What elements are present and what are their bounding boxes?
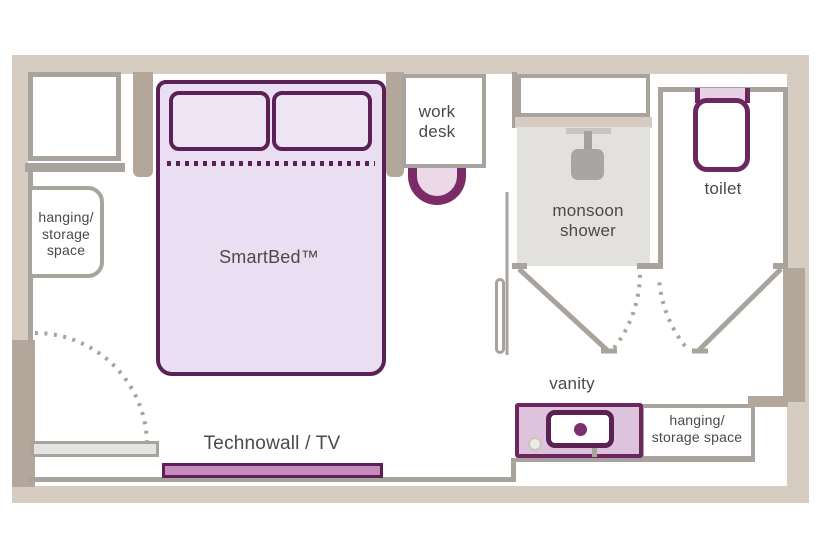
entrance-door xyxy=(31,441,159,457)
headboard-panel-left xyxy=(133,72,153,177)
pillow-right xyxy=(272,91,372,151)
wall-ledge-right xyxy=(748,396,788,407)
closet-divider-wall xyxy=(25,163,125,172)
vanity-label: vanity xyxy=(549,374,595,393)
toilet-tank-line-right xyxy=(745,88,750,103)
sink-drain xyxy=(574,423,587,436)
wall-top xyxy=(12,55,809,74)
floor-line-bathroom xyxy=(511,458,755,462)
door-hinge-right xyxy=(773,263,788,269)
shower-head-icon xyxy=(566,128,611,181)
closet-box xyxy=(28,72,121,161)
bathroom-door-right xyxy=(697,267,783,352)
entrance-door-arc xyxy=(34,331,149,446)
wall-line-right xyxy=(783,87,788,268)
shower-wall-left-line xyxy=(512,72,517,128)
technowall-label: Technowall / TV xyxy=(203,433,341,454)
shower-wall-top xyxy=(515,117,652,128)
toilet-tank xyxy=(700,88,745,101)
storage-right-box xyxy=(640,404,755,460)
toilet-tank-line-left xyxy=(695,88,700,103)
bathroom-door-left-arc xyxy=(612,272,642,350)
shower-head-stem xyxy=(584,131,592,154)
door-stop-center xyxy=(637,263,663,269)
storage-left-box xyxy=(28,186,104,278)
wall-right-inner-segment xyxy=(783,268,805,402)
toilet-bowl xyxy=(693,98,750,172)
work-desk-box xyxy=(402,74,486,168)
work-desk-label: work desk xyxy=(418,102,456,142)
pillow-left xyxy=(169,91,270,151)
door-hinge-left xyxy=(512,263,527,269)
toilet-label: toilet xyxy=(704,179,742,198)
wall-left-lower-segment xyxy=(12,340,35,487)
headboard-panel-right xyxy=(386,72,404,177)
monsoon-shower-label: monsoon shower xyxy=(552,201,624,241)
bathroom-door-right-arc xyxy=(657,277,687,348)
floor-line-bedroom xyxy=(28,477,516,482)
soap-dish xyxy=(528,437,542,451)
shower-shelf-box xyxy=(517,74,650,117)
technowall-tv-bar xyxy=(162,463,383,478)
bed-sheet-dotted-line xyxy=(167,161,375,166)
smartbed-label: SmartBed™ xyxy=(219,247,319,267)
toilet-room-wall-left xyxy=(658,87,663,268)
wall-bottom xyxy=(12,486,809,503)
storage-right-label: hanging/ storage space xyxy=(651,412,743,445)
sliding-panel xyxy=(495,278,505,354)
storage-left-label: hanging/ storage space xyxy=(38,209,94,259)
shower-head xyxy=(571,149,604,180)
floor-line-step xyxy=(511,458,516,482)
bathroom-door-left xyxy=(517,267,609,352)
